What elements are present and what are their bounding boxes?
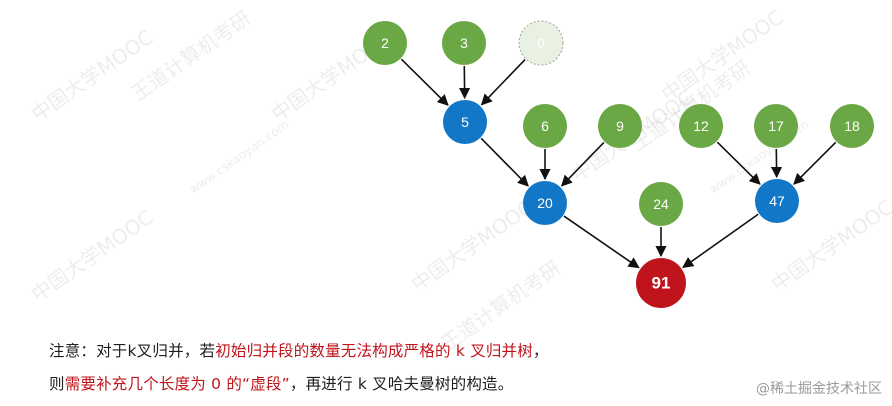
tree-node-9: 9 [598, 104, 642, 148]
node-label: 2 [381, 35, 389, 51]
node-circle [755, 179, 799, 223]
tree-edge-12-to-47 [716, 141, 761, 185]
tree-node-47: 47 [755, 179, 799, 223]
tree-node-17: 17 [754, 104, 798, 148]
tree-node-18: 18 [830, 104, 874, 148]
node-label: 9 [616, 118, 624, 134]
node-circle [363, 21, 407, 65]
tree-node-3: 3 [442, 21, 486, 65]
note-prefix: 则 [49, 375, 65, 393]
node-label: 47 [769, 193, 785, 209]
tree-edge-20-to-91 [563, 215, 640, 269]
node-label: 20 [537, 195, 553, 211]
node-circle [679, 104, 723, 148]
tree-edge-9-to-20 [560, 141, 605, 187]
tree-node-0-virtual: 0 [518, 20, 564, 66]
note-suffix: ，再进行 k 叉哈夫曼树的构造。 [289, 375, 514, 393]
node-label: 0 [537, 35, 545, 51]
node-circle [754, 104, 798, 148]
note-line-1: 注意：对于k叉归并，若初始归并段的数量无法构成严格的 k 叉归并树， [49, 339, 549, 361]
tree-edge-47-to-91 [682, 213, 759, 269]
tree-edge-5-to-20 [480, 137, 529, 187]
tree-node-6: 6 [523, 104, 567, 148]
node-label: 17 [768, 118, 784, 134]
note-prefix: 注意：对于k叉归并，若 [49, 342, 216, 360]
tree-node-2: 2 [363, 21, 407, 65]
node-label: 18 [844, 118, 860, 134]
node-circle [518, 20, 564, 66]
node-circle [523, 181, 567, 225]
tree-edge-18-to-47 [793, 141, 837, 185]
node-circle [598, 104, 642, 148]
node-circle [523, 104, 567, 148]
node-circle [639, 182, 683, 226]
node-label: 3 [460, 35, 468, 51]
node-label: 5 [461, 114, 469, 130]
node-label: 91 [652, 274, 671, 293]
node-circle [443, 100, 487, 144]
tree-node-5: 5 [443, 100, 487, 144]
note-suffix: ， [532, 342, 549, 360]
tree-node-24: 24 [639, 182, 683, 226]
huffman-tree-diagram: 2 3 0 5 6 9 20 24 12 17 18 47 91 [363, 20, 874, 308]
tree-node-91: 91 [636, 258, 686, 308]
tree-edge-2-to-5 [400, 58, 449, 106]
node-circle [636, 258, 686, 308]
tree-node-12: 12 [679, 104, 723, 148]
node-label: 12 [693, 118, 709, 134]
note-highlight: 初始归并段的数量无法构成严格的 k 叉归并树 [215, 342, 533, 360]
site-watermark: @稀土掘金技术社区 [756, 381, 882, 397]
node-label: 24 [653, 196, 669, 212]
tree-edge-0-to-5 [480, 59, 526, 106]
node-circle [442, 21, 486, 65]
node-label: 6 [541, 118, 549, 134]
node-circle [830, 104, 874, 148]
tree-node-20: 20 [523, 181, 567, 225]
note-line-2: 则需要补充几个长度为 0 的“虚段”，再进行 k 叉哈夫曼树的构造。 [49, 372, 513, 394]
note-highlight: 需要补充几个长度为 0 的“虚段” [64, 375, 290, 393]
